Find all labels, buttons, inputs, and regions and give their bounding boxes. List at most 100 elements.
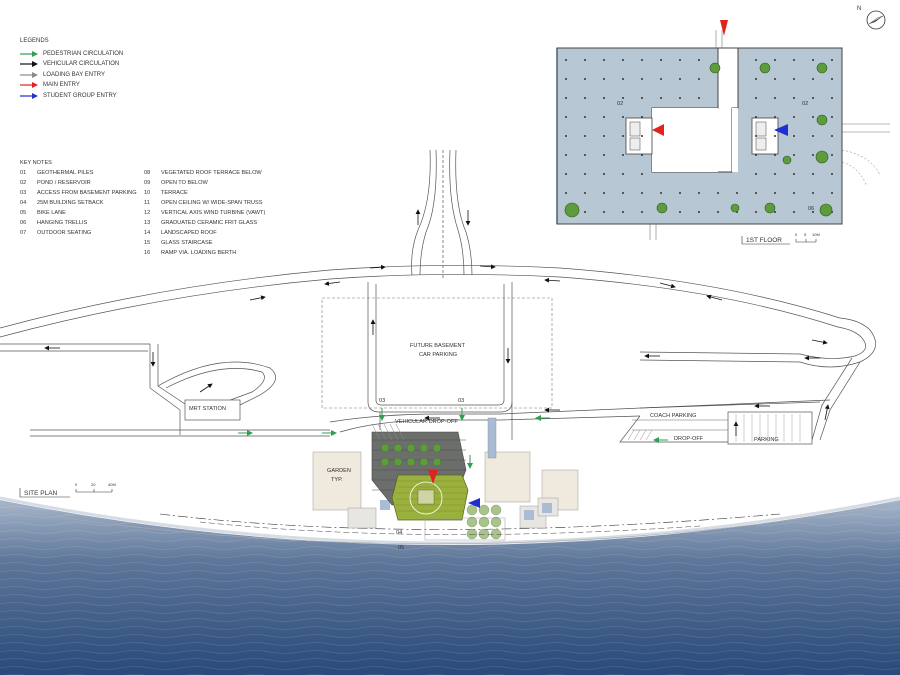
key-note-number: 09 (144, 180, 151, 186)
pile-dot (641, 59, 643, 61)
pile-dot (793, 116, 795, 118)
pavilion-b-pool (524, 510, 534, 520)
key-note-number: 06 (20, 220, 27, 226)
key-note-number: 16 (144, 250, 151, 256)
key-note-number: 02 (20, 180, 27, 186)
floor-note-02-left: 02 (617, 101, 624, 107)
pile-dot (774, 135, 776, 137)
pile-dot (622, 59, 624, 61)
key-note-number: 13 (144, 220, 151, 226)
vehicular-dropoff-label: VEHICULAR DROP-OFF (395, 419, 458, 425)
main-entry-arrow-floor (652, 124, 664, 136)
pile-dot (641, 211, 643, 213)
pile-dot (622, 116, 624, 118)
dropoff-label: DROP-OFF (674, 436, 704, 442)
key-note-number: 11 (144, 200, 150, 206)
pile-dot (755, 211, 757, 213)
pile-dot (774, 192, 776, 194)
pile-dot (679, 211, 681, 213)
key-note-text: OPEN CEILING W/ WIDE-SPAN TRUSS (161, 200, 263, 206)
key-note-text: GLASS STAIRCASE (161, 240, 213, 246)
pile-dot (679, 192, 681, 194)
legend-item-label: STUDENT GROUP ENTRY (43, 92, 117, 99)
north-arrow-icon (866, 10, 886, 30)
coach-parking-area (632, 419, 730, 431)
key-note-text: LANDSCAPED ROOF (161, 230, 217, 236)
pile-dot (755, 78, 757, 80)
key-note-number: 08 (144, 170, 151, 176)
pavilion-a-pool (380, 500, 390, 510)
pile-dot (793, 97, 795, 99)
floor-scale-5: 5 (804, 232, 807, 237)
pile-dot (603, 173, 605, 175)
floor-scale-10m: 10M (812, 232, 820, 237)
pile-dot (793, 173, 795, 175)
pile-dot (774, 116, 776, 118)
key-note-number: 04 (20, 200, 27, 206)
key-note-number: 07 (20, 230, 27, 236)
car-parking-label: CAR PARKING (419, 352, 458, 358)
pile-dot (812, 154, 814, 156)
mrt-station-building (184, 399, 241, 421)
key-note-number: 15 (144, 240, 151, 246)
pedestrian-arrows (238, 408, 668, 469)
north-label: N (857, 6, 862, 12)
pile-dot (622, 97, 624, 99)
pile-dot (831, 78, 833, 80)
dropoff-hatch (627, 429, 653, 441)
pile-dot (831, 135, 833, 137)
pile-dot (812, 192, 814, 194)
legend-item-label: LOADING BAY ENTRY (43, 71, 106, 78)
grey-arrow-icon (20, 71, 38, 78)
site-scale-0: 0 (75, 482, 78, 487)
key-note-text: GRADUATED CERAMIC FRIT GLASS (161, 220, 258, 226)
key-note-number: 05 (20, 210, 27, 216)
floor-scale-0: 0 (795, 232, 798, 237)
main-entry-arrow-site (428, 470, 438, 484)
note-05: 05 (398, 545, 405, 551)
floor-note-06: 06 (808, 206, 815, 212)
coach-parking-label: COACH PARKING (650, 413, 697, 419)
pile-dot (755, 97, 757, 99)
pile-dot (812, 135, 814, 137)
pile-dot (736, 192, 738, 194)
legend-item: LOADING BAY ENTRY (20, 70, 123, 81)
pile-dot (755, 116, 757, 118)
parking-label: PARKING (754, 437, 779, 443)
east-building (484, 451, 531, 503)
pile-dot (622, 78, 624, 80)
pile-dot (698, 192, 700, 194)
setback-line (159, 513, 781, 530)
note-03-right: 03 (458, 398, 465, 404)
pile-dot (641, 78, 643, 80)
key-note-text: VEGETATED ROOF TERRACE BELOW (161, 170, 262, 176)
pile-dot (641, 192, 643, 194)
key-note-item: 14 LANDSCAPED ROOF (144, 228, 268, 238)
key-note-item: 08 VEGETATED ROOF TERRACE BELOW (144, 168, 268, 178)
geothermal-pile-dots (565, 59, 833, 213)
basement-label: FUTURE BASEMENT (410, 343, 466, 349)
pile-dot (584, 59, 586, 61)
pile-dot (812, 97, 814, 99)
site-title-underline (19, 488, 70, 498)
key-note-item: 05 BIKE LANE (20, 208, 144, 218)
key-note-text: BIKE LANE (37, 210, 66, 216)
pile-dot (812, 173, 814, 175)
pile-dot (641, 97, 643, 99)
key-note-number: 14 (144, 230, 151, 236)
site-scale-40m: 40M (108, 482, 116, 487)
garden-building (312, 451, 362, 511)
pile-dot (603, 78, 605, 80)
pile-dot (698, 211, 700, 213)
pile-dot (565, 154, 567, 156)
key-note-text: ACCESS FROM BASEMENT PARKING (37, 190, 137, 196)
pile-dot (774, 211, 776, 213)
pile-dot (584, 173, 586, 175)
pile-dot (793, 135, 795, 137)
